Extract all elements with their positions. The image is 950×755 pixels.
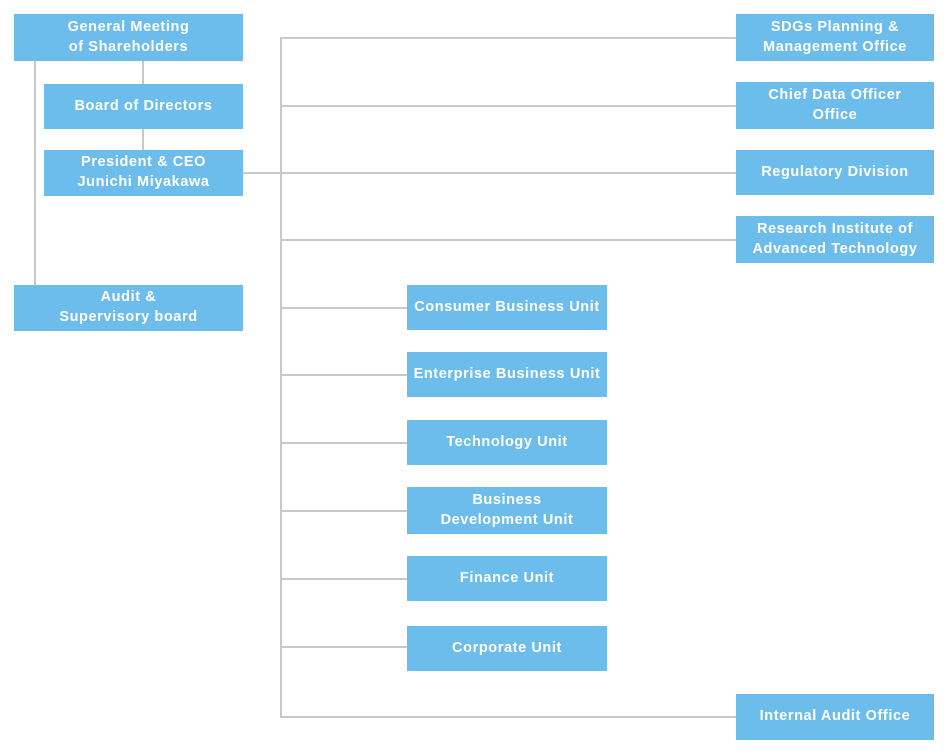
node-consumer-business-unit[interactable]: Consumer Business Unit	[407, 285, 607, 330]
connector-branch-internal-audit-office	[280, 716, 736, 718]
node-corporate-unit[interactable]: Corporate Unit	[407, 626, 607, 671]
connector-branch-corporate-unit	[280, 646, 407, 648]
node-board-of-directors[interactable]: Board of Directors	[44, 84, 243, 129]
connector-main-trunk	[280, 37, 282, 717]
connector-branch-business-development-unit	[280, 510, 407, 512]
connector-general-meeting-to-audit	[34, 61, 36, 285]
connector-branch-research-institute	[280, 239, 736, 241]
connector-branch-sdgs-office	[280, 37, 736, 39]
connector-branch-consumer-business-unit	[280, 307, 407, 309]
connector-board-to-president	[142, 129, 144, 150]
node-business-development-unit[interactable]: Business Development Unit	[407, 487, 607, 534]
connector-president-to-trunk	[243, 172, 282, 174]
node-chief-data-officer-office[interactable]: Chief Data Officer Office	[736, 82, 934, 129]
connector-general-meeting-to-board	[142, 61, 144, 84]
node-internal-audit-office[interactable]: Internal Audit Office	[736, 694, 934, 740]
node-general-meeting-of-shareholders[interactable]: General Meeting of Shareholders	[14, 14, 243, 61]
connector-branch-technology-unit	[280, 442, 407, 444]
node-research-institute-of-advanced-technology[interactable]: Research Institute of Advanced Technolog…	[736, 216, 934, 263]
connector-branch-finance-unit	[280, 578, 407, 580]
node-president-and-ceo[interactable]: President & CEO Junichi Miyakawa	[44, 150, 243, 196]
node-regulatory-division[interactable]: Regulatory Division	[736, 150, 934, 195]
connector-branch-regulatory-division	[280, 172, 736, 174]
node-finance-unit[interactable]: Finance Unit	[407, 556, 607, 601]
node-sdgs-planning-and-management-office[interactable]: SDGs Planning & Management Office	[736, 14, 934, 61]
node-enterprise-business-unit[interactable]: Enterprise Business Unit	[407, 352, 607, 397]
node-technology-unit[interactable]: Technology Unit	[407, 420, 607, 465]
connector-branch-enterprise-business-unit	[280, 374, 407, 376]
node-audit-and-supervisory-board[interactable]: Audit & Supervisory board	[14, 285, 243, 331]
connector-branch-chief-data-officer-office	[280, 105, 736, 107]
